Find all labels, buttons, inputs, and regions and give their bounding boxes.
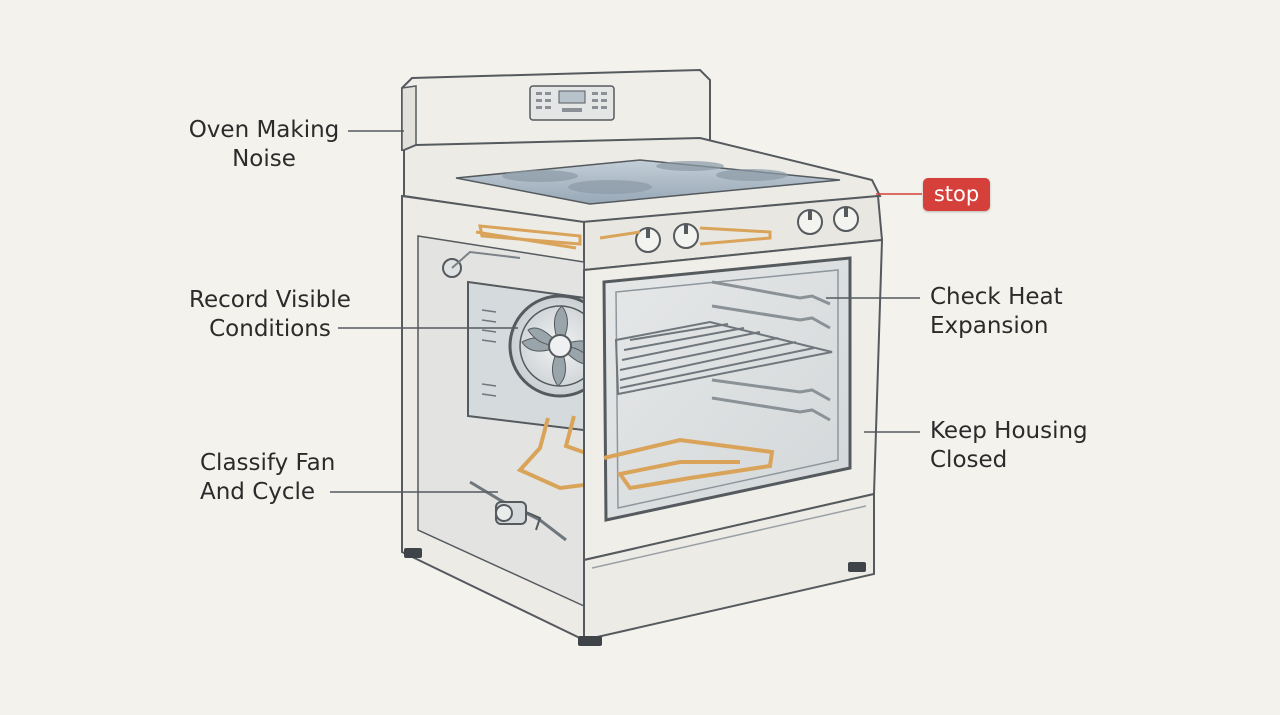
label-line: Check Heat (930, 284, 1063, 310)
label-line: Expansion (930, 313, 1049, 339)
label-line: Classify Fan (200, 450, 336, 476)
control-knob-icon (833, 206, 859, 232)
label-classify-fan-and-cycle: Classify Fan And Cycle (200, 449, 335, 507)
stop-badge: stop (923, 178, 990, 211)
control-knob-icon (797, 209, 823, 235)
storage-drawer (583, 492, 875, 642)
cooktop-burner-icon (502, 170, 578, 182)
label-line: And Cycle (200, 479, 316, 505)
igniter-valve (469, 480, 567, 542)
oven-front (404, 238, 884, 646)
label-line: Closed (930, 447, 1008, 473)
label-line: Oven Making (188, 117, 340, 143)
oven-window (602, 256, 852, 522)
cooktop (403, 136, 882, 226)
callout-lines (330, 130, 922, 493)
control-knob-icon (635, 227, 661, 253)
label-line: Record Visible (189, 287, 351, 313)
cooktop-burner-icon (656, 161, 724, 171)
label-line: Keep Housing (930, 418, 1088, 444)
backsplash-panel (401, 68, 711, 153)
control-knob-icon (673, 223, 699, 249)
label-check-heat-expansion: Check Heat Expansion (930, 283, 1063, 341)
label-keep-housing-closed: Keep Housing Closed (930, 417, 1088, 475)
label-line: Noise (232, 146, 296, 172)
label-oven-making-noise: Oven Making Noise (184, 116, 344, 174)
cooktop-burner-icon (568, 180, 652, 194)
cooktop-burner-icon (716, 169, 788, 181)
label-line: Conditions (209, 316, 331, 342)
oven-rack (614, 320, 833, 396)
label-record-visible-conditions: Record Visible Conditions (182, 286, 358, 344)
rack-rails (711, 280, 831, 422)
